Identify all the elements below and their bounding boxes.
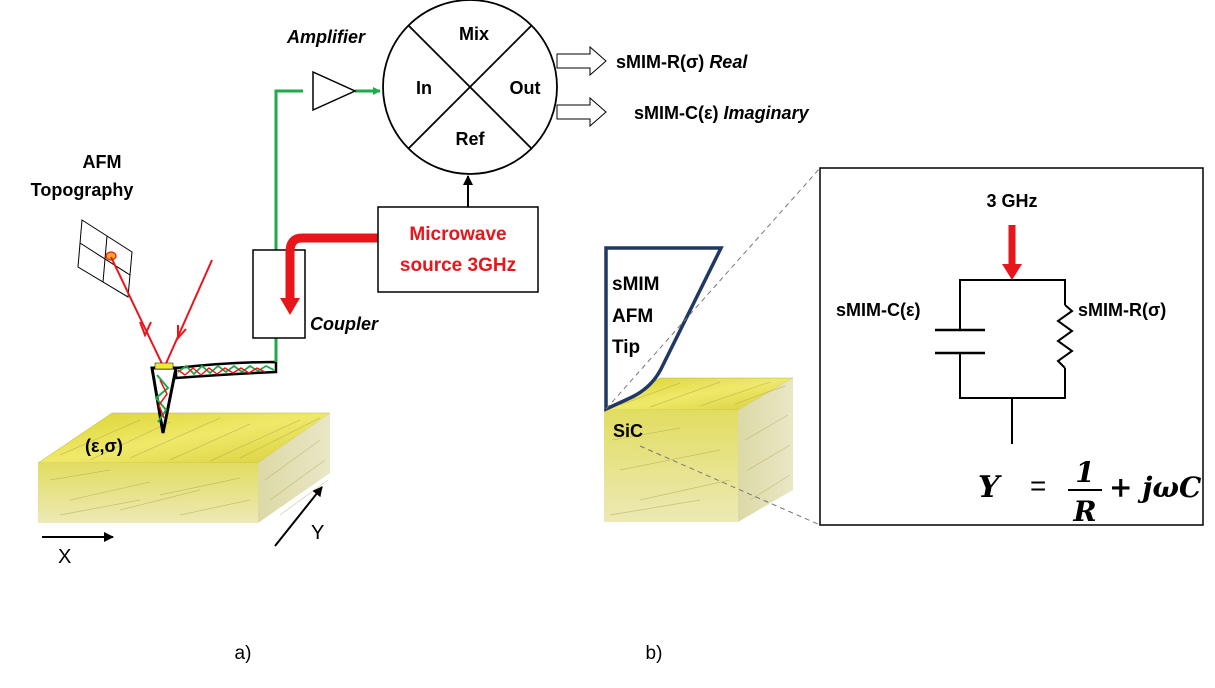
amplifier-label: Amplifier [286,27,366,47]
tip-label-line1: sMIM [612,274,660,295]
afm-title-line2: Topography [31,180,134,200]
eq-denominator: R [1072,495,1096,528]
mixer-ref-label: Ref [455,129,485,149]
eq-rest: + jωC [1109,471,1202,504]
output-imag-label: sMIM-C(ε) Imaginary [634,103,810,123]
tip-label-line3: Tip [612,337,640,358]
coupler-arrowhead [280,298,300,315]
source-label-line1: Microwave [409,224,506,245]
mixer [382,0,558,175]
coupler-box [252,249,306,339]
afm-cantilever [150,360,278,434]
axes [42,486,323,547]
mixer-mix-label: Mix [459,24,489,44]
microwave-source-box [377,206,539,293]
mixer-in-label: In [416,78,432,98]
resistor-label: sMIM-R(σ) [1078,300,1166,320]
rf-input-arrowhead [1002,264,1022,280]
sample-label: (ε,σ) [85,436,123,456]
axis-y-label: Y [311,522,324,544]
afm-title-line1: AFM [83,152,122,172]
eq-numerator: 1 [1075,456,1094,489]
tip-label-line2: AFM [612,306,653,327]
coupler-label: Coupler [310,314,379,334]
sample-block-a [37,412,331,523]
source-label-line2: source 3GHz [400,255,516,276]
amplifier-triangle [312,70,357,112]
capacitor-label: sMIM-C(ε) [836,300,921,320]
caption-b: b) [646,643,663,664]
axis-x-label: X [58,546,71,568]
frequency-label: 3 GHz [986,191,1037,211]
equivalent-circuit [935,279,1074,444]
smim-tip-outline [604,246,724,412]
zoom-lines [605,167,821,526]
output-real-label: sMIM-R(σ) Real [616,52,748,72]
sample-sic-label: SiC [613,421,643,441]
eq-lhs: Y [978,470,1002,505]
laser-beam [110,256,213,369]
mixer-out-label: Out [510,78,541,98]
afm-topography-icon [77,219,133,298]
caption-a: a) [235,643,252,664]
admittance-equation: Y = 1 R + jωC [978,456,1202,528]
output-arrows [556,45,607,128]
eq-equals: = [1030,470,1046,501]
coupler-red-arrow [285,233,378,300]
